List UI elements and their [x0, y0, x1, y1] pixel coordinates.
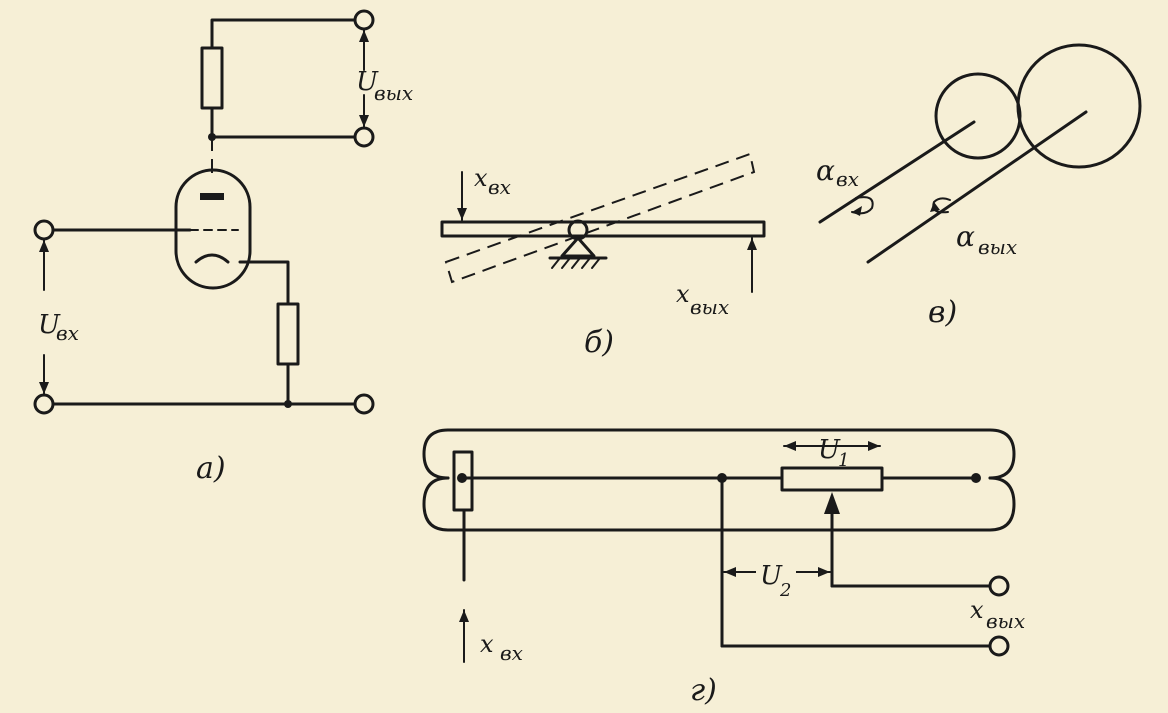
upper-loop: [446, 428, 1016, 480]
u-in-subscript: вх: [56, 321, 79, 345]
u-out-label: U: [356, 67, 379, 97]
wire-top: [210, 18, 357, 50]
u2-subscript: 2: [779, 580, 791, 601]
u1-subscript: 1: [838, 450, 849, 471]
alpha-in-label: α: [816, 154, 835, 187]
x-in-subscript: вх: [500, 641, 523, 665]
input-shaft: [818, 120, 976, 224]
alpha-in-subscript: вх: [836, 167, 859, 191]
x-out-label: x: [676, 280, 690, 308]
x-out-label: x: [970, 596, 984, 624]
large-gear: [1016, 43, 1142, 169]
output-terminal-top: [988, 575, 1010, 597]
input-terminal-bottom: [33, 393, 55, 415]
ground-hatch: [551, 257, 601, 269]
x-in-subscript: вх: [488, 175, 511, 199]
panel-v-caption: в): [928, 295, 957, 330]
x-in-label: x: [480, 630, 494, 658]
panel-g-potentiometer-circuit: x вх U 1 U 2 x вых г): [422, 428, 1025, 708]
panel-b-caption: б): [584, 325, 614, 360]
alpha-out-subscript: вых: [978, 235, 1017, 259]
lever-bar: [440, 220, 766, 238]
potentiometer-wiper: [824, 492, 840, 514]
potentiometer: [780, 466, 884, 492]
lower-loop: [422, 476, 1016, 532]
output-terminal-top: [353, 9, 375, 31]
panel-g-caption: г): [690, 673, 717, 708]
u-out-subscript: вых: [374, 81, 413, 105]
output-terminal-bottom: [353, 126, 375, 148]
lever-deflected-dashed: [444, 152, 756, 284]
u2-label: U: [760, 561, 783, 591]
pivot-support: [560, 236, 596, 258]
input-terminal-top: [33, 219, 55, 241]
tube-anode: [200, 193, 224, 200]
u-in-label: U: [38, 310, 61, 340]
wire-cathode: [238, 260, 290, 306]
u1-label: U: [818, 435, 841, 465]
panel-a-tube-amplifier: U вых U вх а): [33, 9, 413, 486]
panel-b-lever: x вх x вых б): [440, 152, 766, 360]
output-terminal-bottom: [988, 635, 1010, 657]
panel-v-gear-pair: α вх α вых в): [816, 43, 1142, 330]
alpha-out-label: α: [956, 220, 975, 253]
output-terminal-common: [353, 393, 375, 415]
panel-a-caption: а): [196, 451, 226, 486]
x-out-subscript: вых: [986, 609, 1025, 633]
anode-resistor: [200, 46, 224, 110]
cathode-resistor: [276, 302, 300, 366]
small-gear: [934, 72, 1022, 160]
output-shaft: [866, 110, 1088, 264]
x-out-subscript: вых: [690, 295, 729, 319]
x-in-label: x: [474, 164, 488, 192]
tube-cathode: [194, 253, 230, 264]
